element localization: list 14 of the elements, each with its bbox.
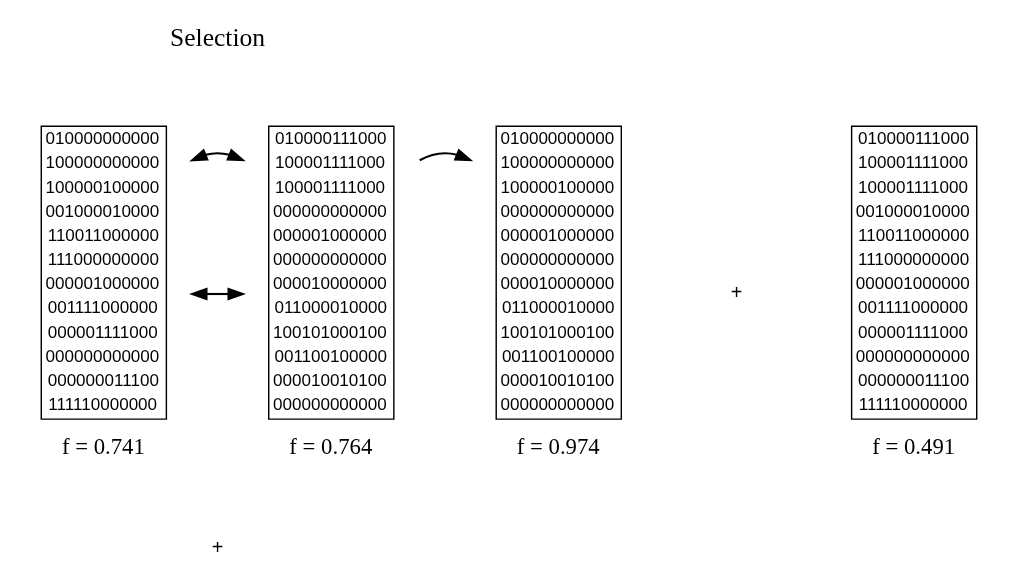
node-box: 010000111000 100001111000 100001111000 000000000000 000001000000 000000000000 000010000000 011000010000 100101000100 001100100000 000010010100 000000000000 [267,125,395,420]
node-label: f = 0.491 [871,434,955,460]
node-box: 010000111000 100001111000 100001111000 001000010000 110011000000 111000000000 000001000000 001111000000 000001111000 000000000000 000000011100 111110000000 [850,125,977,420]
arrow [418,148,473,162]
node-box: 010000000000 100000000000 100000100000 000000000000 000001000000 000000000000 000010000000 011000010000 100101000100 001100100000 000010010100 000000000000 [495,125,622,420]
arrow [188,287,246,301]
label: Selection [169,22,265,52]
arrow [188,148,246,162]
node-label: f = 0.741 [61,434,145,460]
node-label: f = 0.764 [288,434,372,460]
node-box: 010000000000 100000000000 100000100000 001000010000 110011000000 111000000000 000001000000 001111000000 000001111000 000000000000 000000011100 111110000000 [40,125,167,420]
label: + [211,535,223,558]
node-label: f = 0.974 [516,434,600,460]
label: + [730,281,742,304]
